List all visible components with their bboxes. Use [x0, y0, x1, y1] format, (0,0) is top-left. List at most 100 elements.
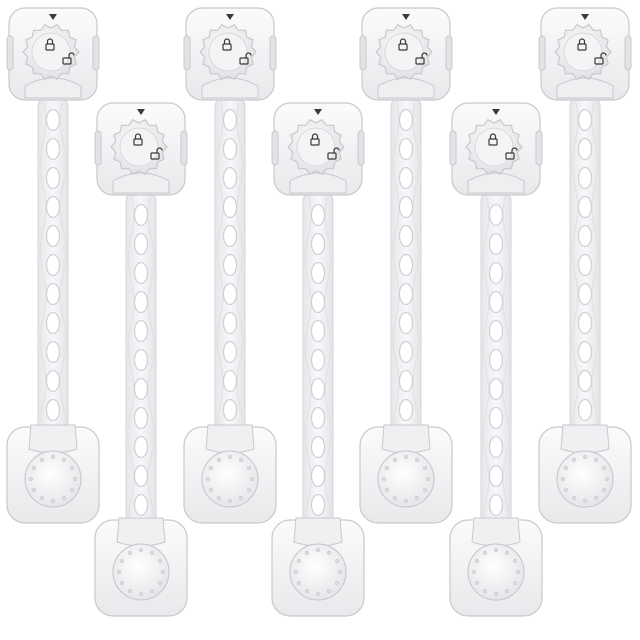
arrow-down-icon: [492, 109, 500, 115]
base-dimple: [474, 580, 480, 586]
strap-texture: [482, 196, 490, 538]
strap-clip: [556, 77, 614, 99]
strap-hole: [488, 406, 504, 430]
arrow-down-icon: [314, 109, 322, 115]
base-dimple: [392, 496, 398, 501]
base-dimple: [582, 454, 588, 460]
strap-lock: [271, 102, 365, 617]
lock-icon: [578, 38, 586, 44]
base-dimple: [381, 476, 387, 482]
base-dimple: [69, 465, 75, 471]
base-dimple: [601, 465, 607, 471]
strap-texture: [591, 101, 599, 447]
strap-texture: [147, 196, 155, 538]
strap-hole: [222, 340, 238, 364]
strap-hole: [488, 290, 504, 314]
strap-texture: [412, 101, 420, 447]
strap-hole: [488, 493, 504, 517]
base-disc: [467, 543, 525, 601]
lock-icon: [399, 38, 407, 44]
strap-hole: [488, 377, 504, 401]
unlock-icon: [156, 147, 163, 153]
strap-texture: [236, 101, 244, 447]
base-dimple: [216, 457, 222, 463]
unlock-icon: [600, 52, 607, 58]
base-dimple: [28, 476, 34, 482]
strap-hole: [577, 166, 593, 190]
base-dimple: [149, 550, 155, 556]
base-dimple: [304, 588, 310, 594]
strap-hole: [133, 261, 149, 285]
strap-texture: [39, 101, 47, 447]
strap-lock: [538, 7, 632, 524]
strap-hole: [133, 319, 149, 343]
strap-hole: [222, 369, 238, 393]
dial-center: [384, 32, 424, 72]
strap-hole: [45, 224, 61, 248]
base-dimple: [138, 547, 144, 553]
lock-icon: [133, 138, 143, 146]
lock-icon: [577, 43, 587, 51]
base-dimple: [601, 487, 607, 493]
strap-hole: [398, 137, 414, 161]
base-dimple: [493, 591, 499, 597]
unlock-icon: [333, 147, 340, 153]
dial-center: [563, 32, 603, 72]
base-dimple: [50, 498, 56, 504]
base-dimple: [119, 558, 124, 564]
dial-center: [208, 32, 248, 72]
strap-texture: [216, 101, 224, 447]
housing-notch: [94, 130, 102, 166]
housing-notch: [535, 130, 543, 166]
housing-notch: [180, 130, 188, 166]
base-dimple: [403, 498, 409, 504]
strap-texture: [392, 101, 400, 447]
base-dimple: [414, 457, 420, 463]
base-dimple: [50, 454, 56, 460]
strap-hole: [222, 137, 238, 161]
strap-texture: [502, 196, 510, 538]
base-dimple: [482, 588, 488, 594]
strap-hole: [133, 203, 149, 227]
strap-hole: [133, 493, 149, 517]
base-dimple: [149, 588, 155, 594]
strap-hole: [222, 398, 238, 422]
arrow-down-icon: [402, 14, 410, 20]
strap-hole: [45, 369, 61, 393]
lock-icon: [398, 43, 408, 51]
strap-hole: [310, 261, 326, 285]
base-dimple: [504, 550, 510, 556]
dial-center: [296, 127, 336, 167]
strap-hole: [222, 166, 238, 190]
strap-hole: [45, 137, 61, 161]
base-disc: [201, 450, 259, 508]
strap-texture: [304, 196, 312, 538]
lock-icon: [311, 133, 319, 139]
strap-hole: [133, 232, 149, 256]
strap-lock: [94, 102, 188, 617]
unlock-icon: [327, 152, 337, 160]
base-dimple: [296, 580, 302, 586]
strap-hole: [577, 108, 593, 132]
strap-hole: [398, 195, 414, 219]
base-dimple: [515, 569, 521, 575]
strap-hole: [45, 340, 61, 364]
base-dimple: [563, 487, 569, 493]
base-dimple: [39, 496, 45, 501]
dial-center: [31, 32, 71, 72]
base-dimple: [208, 487, 213, 493]
strap-hole: [577, 253, 593, 277]
base-dimple: [61, 457, 67, 463]
unlock-icon: [421, 52, 428, 58]
strap-hole: [310, 232, 326, 256]
strap-hole: [577, 311, 593, 335]
strap-loop: [205, 424, 255, 454]
strap-hole: [222, 282, 238, 306]
unlock-icon: [594, 57, 604, 65]
base-dimple: [604, 476, 610, 482]
base-dimple: [227, 498, 233, 504]
strap-hole: [577, 282, 593, 306]
strap-loop: [116, 517, 166, 547]
base-dimple: [227, 454, 233, 460]
